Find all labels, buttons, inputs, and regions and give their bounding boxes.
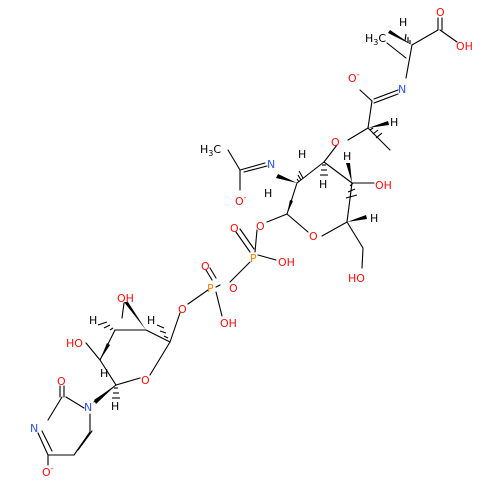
ribose-ring-oxygen: O <box>141 374 150 387</box>
lactyl-ether-oxygen: O <box>331 136 340 149</box>
ribose-hydrogen-c3: H <box>89 314 97 327</box>
phosphorus-2: P <box>207 282 214 295</box>
uracil-n1: N <box>84 401 92 414</box>
ribose-2-hydroxyl: HO <box>66 337 83 350</box>
ring-hydrogen-c4: H <box>343 150 351 163</box>
ring-hydrogen-c1: H <box>264 187 272 200</box>
ring-hydrogen-c5: H <box>370 212 378 225</box>
amide-oxygen-anion: O- <box>348 70 360 85</box>
ribose-hydrogen-c2: H <box>100 367 108 380</box>
phosphate-1-hydroxyl: OH <box>278 256 295 269</box>
uracil-n3: N <box>30 422 38 435</box>
phosphorus-1: P <box>250 252 257 265</box>
acid-carbonyl-oxygen: O <box>436 6 445 19</box>
acetamide-oxygen-anion: O- <box>235 193 247 208</box>
ribose-3-hydroxyl: OH <box>117 292 134 305</box>
ring-hydrogen-c2: H <box>298 148 306 161</box>
bridging-oxygen: O <box>229 282 238 295</box>
uracil-o2: O <box>57 375 66 388</box>
uracil-o4-anion: O- <box>42 464 54 479</box>
ribose-hydrogen-c1: H <box>111 400 119 413</box>
alanine-methyl-label: H3C <box>365 32 386 47</box>
c6-hydroxyl: HO <box>348 272 365 285</box>
acetyl-methyl-label: H3C <box>200 143 221 158</box>
phosphate-2-hydroxyl: OH <box>220 317 237 330</box>
ring-oxygen: O <box>309 230 318 243</box>
acetamide-nitrogen: N <box>267 158 275 171</box>
amide-nitrogen: N <box>398 83 406 96</box>
ring-hydrogen-c3: H <box>319 178 327 191</box>
c4-hydroxyl: OH <box>375 179 392 192</box>
ribose-5-oxygen: O <box>178 303 187 316</box>
anomeric-oxygen: O <box>256 220 265 233</box>
alanine-hydrogen: H <box>399 16 407 29</box>
ribose-hydrogen-c4: H <box>147 314 155 327</box>
phosphate-2-oxygen: O <box>201 260 210 273</box>
acid-hydroxyl: OH <box>456 40 473 53</box>
lactyl-hydrogen: H <box>390 116 398 129</box>
stereo-bonds <box>94 30 412 404</box>
phosphate-1-oxygen: O <box>230 222 239 235</box>
